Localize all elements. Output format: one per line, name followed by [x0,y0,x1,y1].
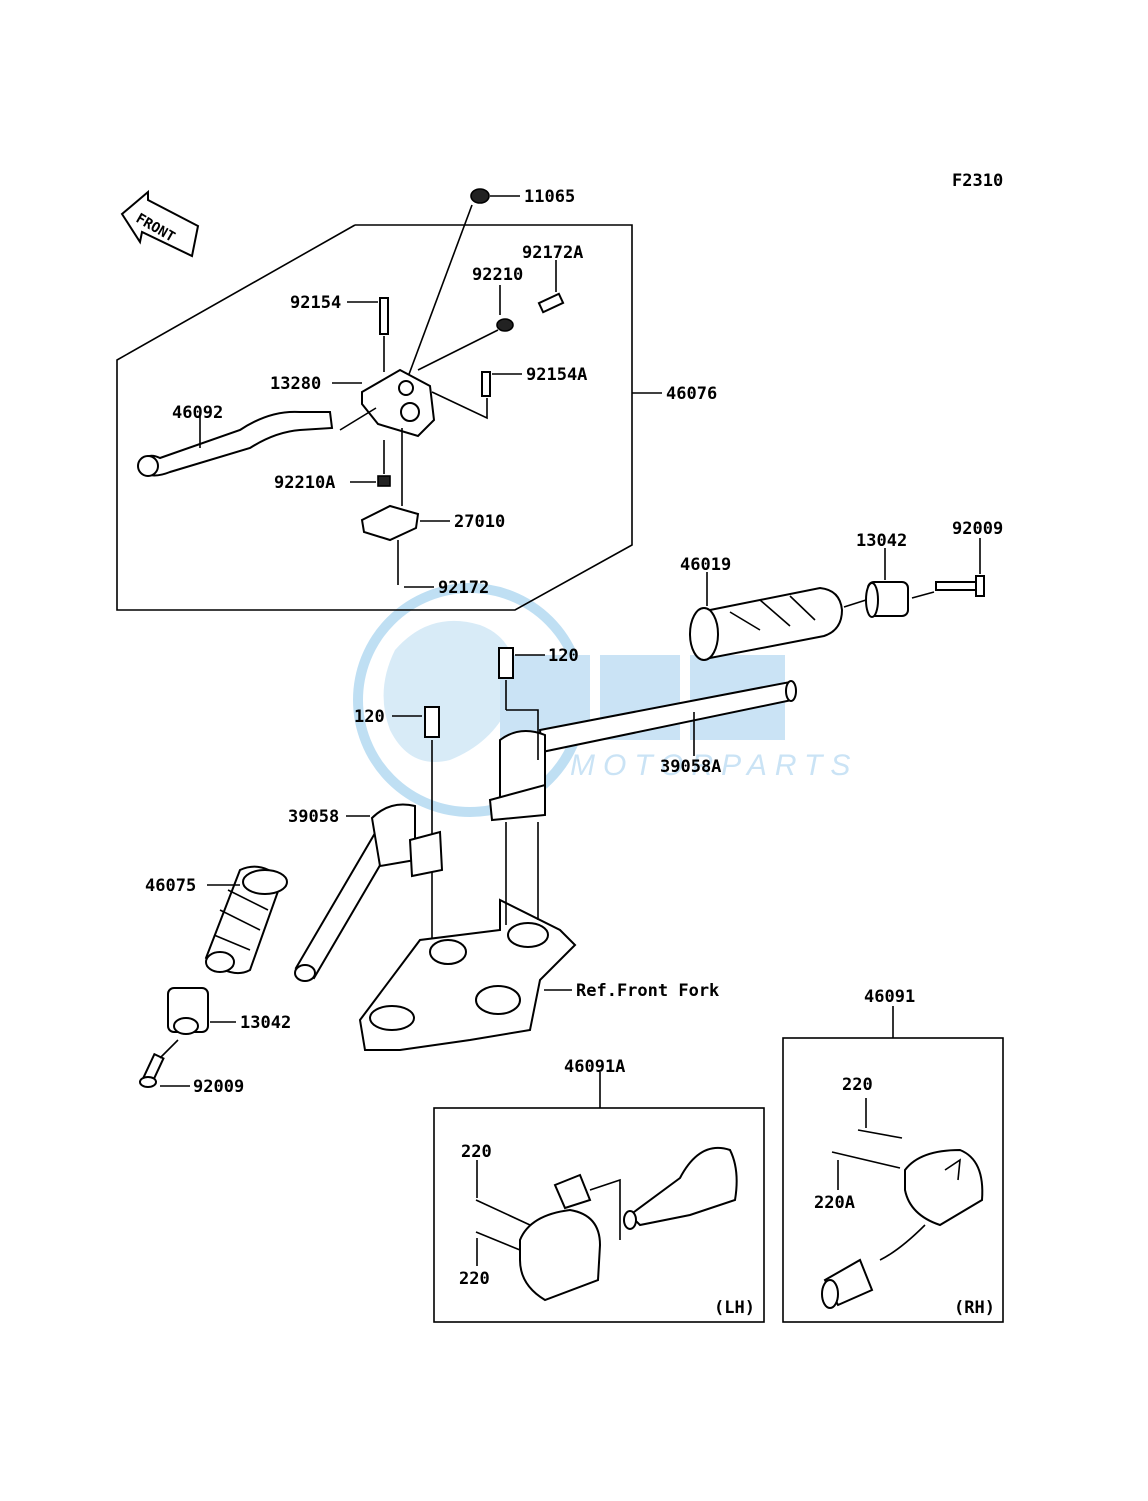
brake-lever-icon [137,407,377,477]
bar-end-weight-icon [865,581,909,618]
lh-switch-icon [519,1146,738,1302]
part-46076: 46076 [666,384,717,404]
nut-icon-2 [377,475,391,487]
part-220-lh2: 220 [459,1269,490,1289]
bar-end-screw-icon [935,575,985,597]
part-13280: 13280 [270,374,321,394]
lh-switch-box [433,1107,765,1323]
rh-label: (RH) [954,1298,995,1318]
part-39058: 39058 [288,807,339,827]
bolt-icon-120a [498,647,514,679]
part-120-b: 120 [354,707,385,727]
part-46075: 46075 [145,876,196,896]
front-arrow-icon: FRONT [120,189,200,258]
bolt-icon-220lh2 [475,1231,521,1251]
bar-end-screw-icon-2 [139,1052,165,1088]
part-92154A: 92154A [526,365,587,385]
triple-clamp-icon [358,898,577,1051]
part-13042-bottom: 13042 [240,1013,291,1033]
nut-icon [496,318,514,332]
part-39058A: 39058A [660,757,721,777]
brake-switch-icon [360,504,420,542]
part-11065: 11065 [524,187,575,207]
lever-holder-icon [361,368,436,438]
cap-icon [470,188,490,204]
part-46091: 46091 [864,987,915,1007]
figure-code: F2310 [952,171,1003,191]
part-220-rh: 220 [842,1075,873,1095]
left-grip-icon [204,865,288,974]
right-handlebar-icon [488,680,797,822]
part-46019: 46019 [680,555,731,575]
screw-icon [481,371,491,397]
pivot-bolt-icon [379,297,389,335]
part-92009-bottom: 92009 [193,1077,244,1097]
part-13042-top: 13042 [856,531,907,551]
part-120-a: 120 [548,646,579,666]
part-92009-top: 92009 [952,519,1003,539]
part-92154: 92154 [290,293,341,313]
lh-label: (LH) [714,1298,755,1318]
throttle-grip-icon [689,586,844,661]
bolt-icon-220A [831,1151,901,1169]
part-92172A: 92172A [522,243,583,263]
part-220-lh1: 220 [461,1142,492,1162]
bolt-icon-220lh1 [475,1199,531,1226]
bolt-icon-120b [424,706,440,738]
watermark-sub: MOTORPARTS [570,749,858,782]
lever-assembly-box [116,224,633,611]
left-handlebar-icon [294,803,444,982]
part-220A: 220A [814,1193,855,1213]
part-27010: 27010 [454,512,505,532]
bolt-icon [537,292,565,314]
part-46091A: 46091A [564,1057,625,1077]
bolt-icon-220rh [857,1129,903,1139]
part-92172: 92172 [438,578,489,598]
part-92210: 92210 [472,265,523,285]
part-46092: 46092 [172,403,223,423]
part-92210A: 92210A [274,473,335,493]
rh-switch-icon [821,1148,984,1309]
bar-end-weight-icon-2 [167,987,209,1035]
osm-watermark: MOTORPARTS [353,583,858,817]
ref-front-fork: Ref.Front Fork [576,981,719,1001]
